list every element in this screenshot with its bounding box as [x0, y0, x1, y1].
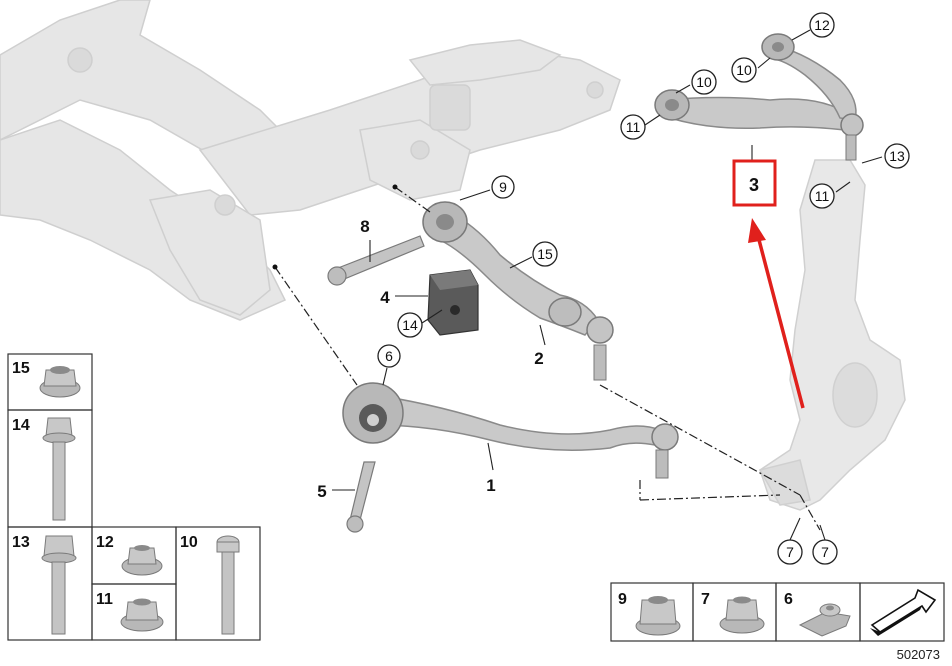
svg-text:11: 11 [626, 119, 641, 135]
svg-text:9: 9 [499, 179, 507, 195]
callout-10: 10 [731, 57, 757, 83]
front-subframe [0, 0, 621, 321]
svg-text:9: 9 [618, 591, 627, 608]
table-cell-10: 10 [180, 534, 240, 635]
callout-10: 10 [691, 69, 717, 95]
svg-text:7: 7 [821, 544, 829, 560]
svg-text:13: 13 [12, 534, 30, 551]
wishbone [342, 382, 679, 479]
svg-text:11: 11 [815, 188, 830, 204]
callout-12: 12 [809, 12, 835, 38]
svg-text:12: 12 [814, 17, 830, 33]
hardware-table-left [7, 353, 261, 641]
callout-15: 15 [532, 241, 558, 267]
rubber-mount-4 [427, 269, 479, 336]
table-cell-15: 15 [12, 360, 81, 398]
red-arrow [748, 218, 805, 409]
callout-leaders [332, 29, 883, 541]
tension-strut [422, 201, 614, 381]
leader-dot [392, 184, 398, 190]
part-label-8: 8 [360, 217, 369, 236]
bolt-5 [346, 461, 376, 533]
part-label-4: 4 [380, 288, 390, 307]
callout-11: 11 [620, 114, 646, 140]
table-cell-13: 13 [12, 534, 77, 635]
callout-14: 14 [397, 312, 423, 338]
svg-text:14: 14 [402, 317, 418, 333]
part-label-3: 3 [749, 175, 759, 195]
svg-text:14: 14 [12, 417, 30, 434]
hardware-table-bottom [610, 582, 945, 642]
svg-text:6: 6 [784, 591, 793, 608]
direction-arrow-icon [870, 588, 937, 636]
callout-7: 7 [777, 539, 803, 565]
table-cell-6: 6 [784, 591, 851, 637]
table-cell-12: 12 [96, 534, 163, 576]
part-label-1: 1 [486, 476, 495, 495]
svg-text:6: 6 [385, 348, 393, 364]
callout-13: 13 [884, 143, 910, 169]
wheel-carrier [758, 159, 906, 511]
table-cell-7: 7 [701, 591, 765, 634]
svg-text:7: 7 [786, 544, 794, 560]
upper-control-arm [654, 33, 864, 161]
svg-text:12: 12 [96, 534, 114, 551]
svg-text:13: 13 [889, 148, 905, 164]
svg-text:10: 10 [736, 62, 752, 78]
part-label-2: 2 [534, 349, 543, 368]
callout-11: 11 [809, 183, 835, 209]
highlight-box [732, 159, 777, 207]
callout-6: 6 [377, 344, 401, 368]
svg-text:10: 10 [696, 74, 712, 90]
svg-text:11: 11 [96, 591, 113, 608]
svg-text:15: 15 [537, 246, 553, 262]
table-cell-14: 14 [12, 417, 76, 521]
diagram-reference-number: 502073 [896, 647, 940, 662]
svg-text:7: 7 [701, 591, 710, 608]
bolt-8 [327, 235, 425, 286]
svg-text:10: 10 [180, 534, 198, 551]
table-cell-11: 11 [96, 591, 164, 632]
leader-dot [272, 264, 278, 270]
assembly-lines [274, 186, 821, 531]
callout-7: 7 [812, 539, 838, 565]
callout-9: 9 [491, 175, 515, 199]
part-label-5: 5 [317, 482, 326, 501]
svg-text:15: 15 [12, 360, 30, 377]
table-cell-9: 9 [618, 591, 681, 636]
